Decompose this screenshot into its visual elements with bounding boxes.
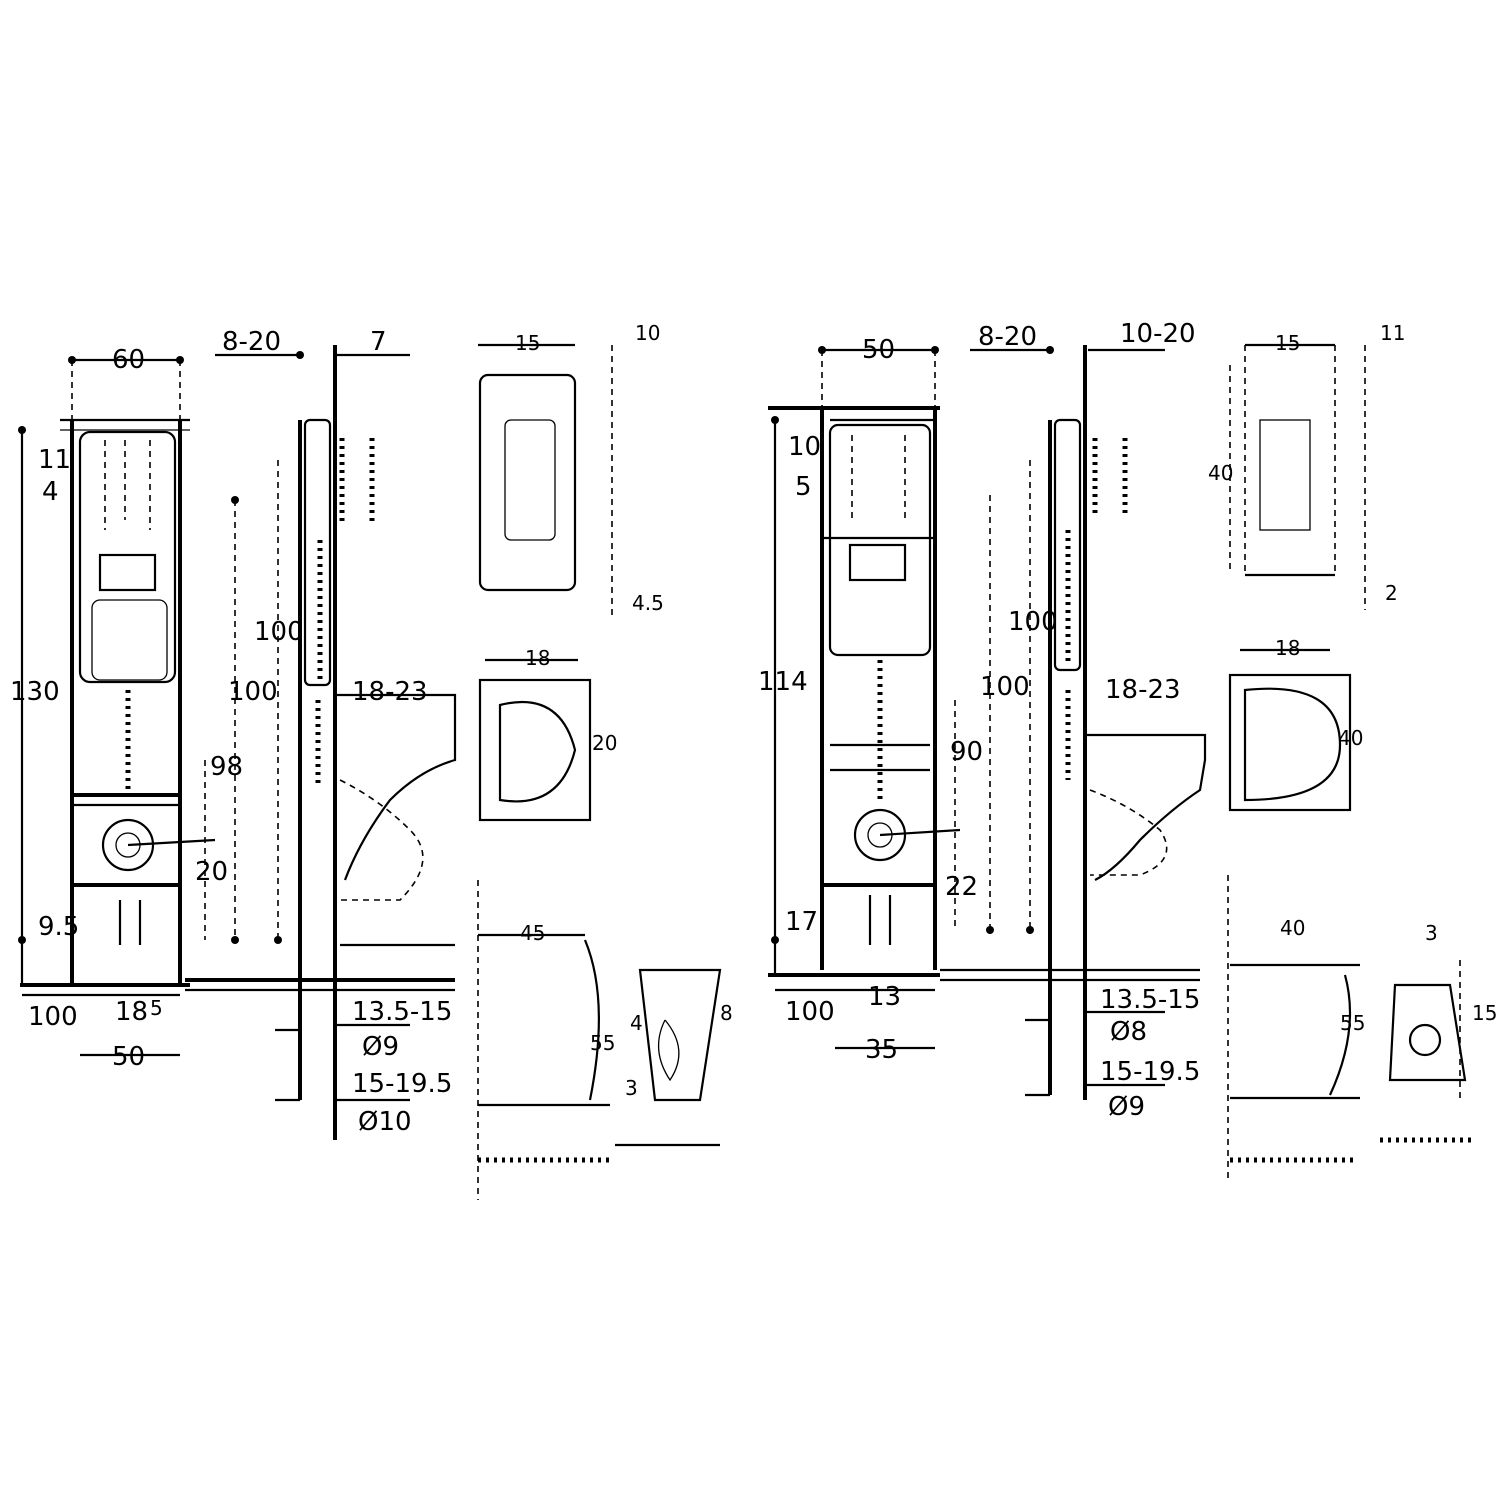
dim-tv-h: 40 (1208, 461, 1233, 485)
dim-pipe-label: 18-23 (1105, 675, 1181, 705)
dim-bottom-side: 5 (150, 996, 163, 1020)
right-frame-front (768, 406, 961, 977)
dim-pipe-d: Ø9 (1108, 1092, 1145, 1122)
dim-h5: 17 (785, 907, 818, 937)
right-side-view: 18-23 13.5-15 Ø8 15-19.5 Ø9 (940, 345, 1207, 1122)
dim-top-width: 60 (112, 345, 145, 375)
dim-pipe-a: 13.5-15 (352, 997, 452, 1027)
dim-sv-width: 45 (520, 921, 545, 945)
dim-top-left-a: 11 (38, 445, 71, 475)
dim-pipe-b: Ø8 (1110, 1017, 1147, 1047)
dim-left-height: 130 (10, 677, 60, 707)
right-bowl-plan: 18 40 (1228, 636, 1363, 812)
dim-h4: 20 (195, 857, 228, 887)
dim-h3: 98 (210, 752, 243, 782)
dim-pipe-a: 13.5-15 (1100, 985, 1200, 1015)
dim-pipe-b: Ø9 (362, 1032, 399, 1062)
dim-top-left-a: 10 (788, 432, 821, 462)
dim-sv-b: 8 (720, 1001, 733, 1025)
dim-tv-width: 15 (1275, 331, 1300, 355)
dim-bottom-center: 18 (115, 997, 148, 1027)
dim-sv-a: 3 (1425, 921, 1438, 945)
dim-tv-width: 15 (515, 331, 540, 355)
right-installation-drawing: 50 8-20 10-20 114 10 5 17 100 100 90 22 … (758, 319, 1497, 1180)
dim-h1: 100 (228, 677, 278, 707)
dim-top-left-b: 4 (42, 477, 59, 507)
dim-bowl-h: 40 (1338, 726, 1363, 750)
left-top-view: 15 10 4.5 (478, 321, 664, 615)
dim-top-depth: 8-20 (222, 327, 281, 357)
dim-tv-bottom: 2 (1385, 581, 1398, 605)
dim-pipe-c: 15-19.5 (1100, 1057, 1200, 1087)
dim-h5: 9.5 (38, 912, 79, 942)
dim-left-height: 114 (758, 667, 808, 697)
dim-bottom-center: 13 (868, 982, 901, 1012)
left-bowl-plan: 18 20 (478, 646, 617, 822)
right-lower-view: 40 55 3 15 (1227, 875, 1497, 1180)
dim-h4: 22 (945, 872, 978, 902)
dim-pipe-label: 18-23 (352, 677, 428, 707)
dim-bowl-h: 20 (592, 731, 617, 755)
dim-tv-bottom: 4.5 (632, 591, 664, 615)
left-lower-view: 45 55 4 8 3 (477, 880, 733, 1200)
dim-top-width: 50 (862, 335, 895, 365)
dim-top-left-b: 5 (795, 472, 812, 502)
dim-bottom-left: 100 (28, 1002, 78, 1032)
dim-sv-h: 55 (1340, 1011, 1365, 1035)
dim-sv-a: 4 (630, 1011, 643, 1035)
dim-top-side: 7 (370, 327, 387, 357)
dim-bottom-total: 50 (112, 1042, 145, 1072)
dim-top-side: 10-20 (1120, 319, 1196, 349)
dim-tv-gap: 10 (635, 321, 660, 345)
dim-bowl-w: 18 (1275, 636, 1300, 660)
dim-h1: 100 (980, 672, 1030, 702)
dim-top-depth: 8-20 (978, 322, 1037, 352)
dim-pipe-d: Ø10 (358, 1107, 412, 1137)
dim-h3: 90 (950, 737, 983, 767)
dim-h2: 100 (254, 617, 304, 647)
right-dimensions: 50 8-20 10-20 114 10 5 17 100 100 90 22 … (758, 319, 1196, 1065)
left-frame-front (20, 418, 216, 987)
dim-sv-b: 15 (1472, 1001, 1497, 1025)
left-dimensions: 60 8-20 7 130 11 4 9.5 100 100 98 20 (10, 327, 410, 1072)
left-side-view: 18-23 13.5-15 Ø9 15-19.5 Ø10 (185, 345, 457, 1140)
left-installation-drawing: 60 8-20 7 130 11 4 9.5 100 100 98 20 (10, 321, 733, 1200)
dim-bottom-total: 35 (865, 1035, 898, 1065)
dim-bowl-w: 18 (525, 646, 550, 670)
dim-pipe-c: 15-19.5 (352, 1069, 452, 1099)
dim-bottom-left: 100 (785, 997, 835, 1027)
dim-sv-width: 40 (1280, 916, 1305, 940)
dim-sv-h: 55 (590, 1031, 615, 1055)
right-top-view: 15 11 40 2 (1208, 321, 1405, 610)
dim-sv-c: 3 (625, 1076, 638, 1100)
dim-tv-gap: 11 (1380, 321, 1405, 345)
